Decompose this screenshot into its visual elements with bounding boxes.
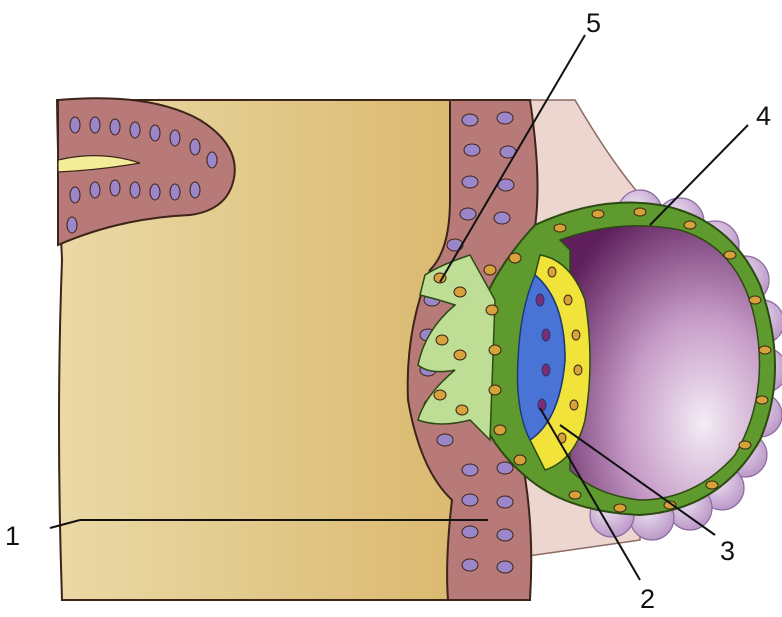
label-2: 2 xyxy=(640,584,655,614)
label-4: 4 xyxy=(756,101,771,131)
label-1: 1 xyxy=(5,521,20,551)
label-3: 3 xyxy=(720,536,735,566)
label-5: 5 xyxy=(586,8,601,38)
